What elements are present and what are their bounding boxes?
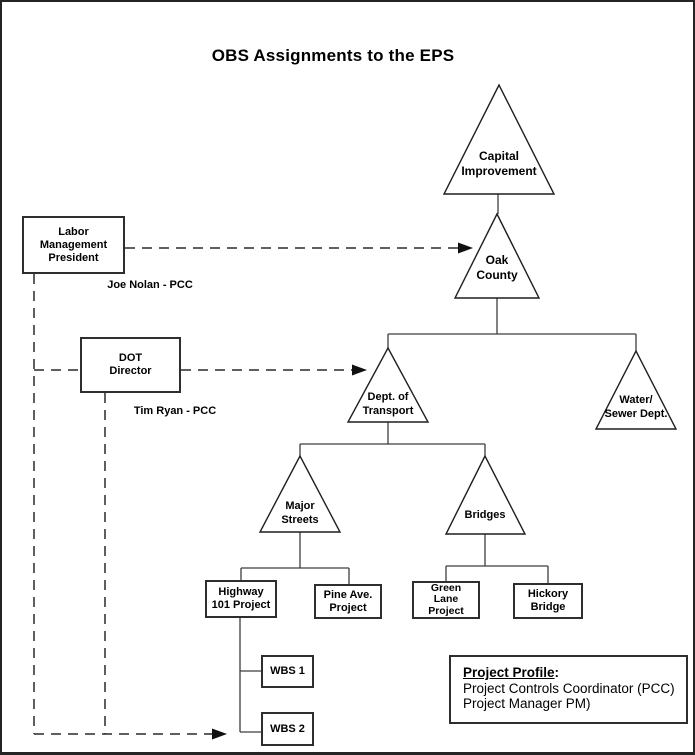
project-box-hickory-bridge: Hickory Bridge: [513, 583, 583, 619]
eps-triangle-oak-county: [453, 212, 541, 299]
arrowhead-oak-county: [458, 242, 473, 254]
obs-box-labor-management-president: Labor Management President: [22, 216, 125, 274]
wbs-box-2: WBS 2: [261, 712, 314, 746]
project-box-highway-101: Highway 101 Project: [205, 580, 277, 618]
obs-box-dot-director: DOT Director: [80, 337, 181, 393]
obs-label-dot-director: DOT Director: [109, 352, 152, 377]
legend-heading-colon: :: [554, 665, 560, 680]
project-label-pine-ave: Pine Ave. Project: [323, 588, 373, 614]
wbs-box-1: WBS 1: [261, 655, 314, 688]
assignee-tim-ryan: Tim Ryan - PCC: [133, 405, 217, 417]
project-box-pine-ave: Pine Ave. Project: [314, 584, 382, 619]
project-label-highway-101: Highway 101 Project: [211, 586, 271, 611]
wbs-label-2: WBS 2: [270, 722, 305, 735]
project-box-green-lane: Green Lane Project: [412, 581, 480, 619]
wbs-label-1: WBS 1: [270, 665, 305, 677]
eps-label-bridges: Bridges: [464, 509, 506, 521]
arrowhead-dept-transport: [352, 364, 367, 376]
eps-label-dept-of-transport: Dept. of Transport: [362, 391, 414, 417]
page-title: OBS Assignments to the EPS: [211, 46, 455, 65]
arrowhead-wbs2: [212, 728, 227, 740]
arrowheads: [212, 242, 473, 740]
eps-label-oak-county: Oak County: [476, 253, 518, 282]
eps-triangle-major-streets: [258, 454, 342, 533]
legend-line-pm: Project Manager PM): [463, 696, 591, 711]
dashed-assignment-links: [33, 247, 459, 735]
solid-connectors: [239, 194, 637, 733]
eps-triangle-dept-of-transport: [346, 346, 430, 423]
project-profile-legend: Project Profile: Project Controls Coordi…: [449, 655, 688, 724]
eps-triangle-bridges: [444, 454, 527, 535]
obs-label-labor-management-president: Labor Management President: [39, 225, 108, 264]
legend-line-pcc: Project Controls Coordinator (PCC): [463, 680, 675, 696]
eps-label-major-streets: Major Streets: [281, 500, 319, 526]
assignee-joe-nolan: Joe Nolan - PCC: [107, 279, 193, 291]
eps-label-capital-improvement: Capital Improvement: [461, 149, 537, 178]
eps-triangle-capital-improvement: [442, 83, 556, 195]
project-label-green-lane: Green Lane Project: [428, 581, 464, 617]
legend-heading-row: Project Profile:: [463, 665, 686, 681]
legend-heading: Project Profile: [463, 665, 555, 680]
project-label-hickory-bridge: Hickory Bridge: [527, 588, 569, 613]
eps-label-water-sewer-dept: Water/ Sewer Dept.: [604, 394, 668, 420]
eps-triangles: [258, 83, 678, 535]
eps-triangle-water-sewer-dept: [594, 349, 678, 430]
